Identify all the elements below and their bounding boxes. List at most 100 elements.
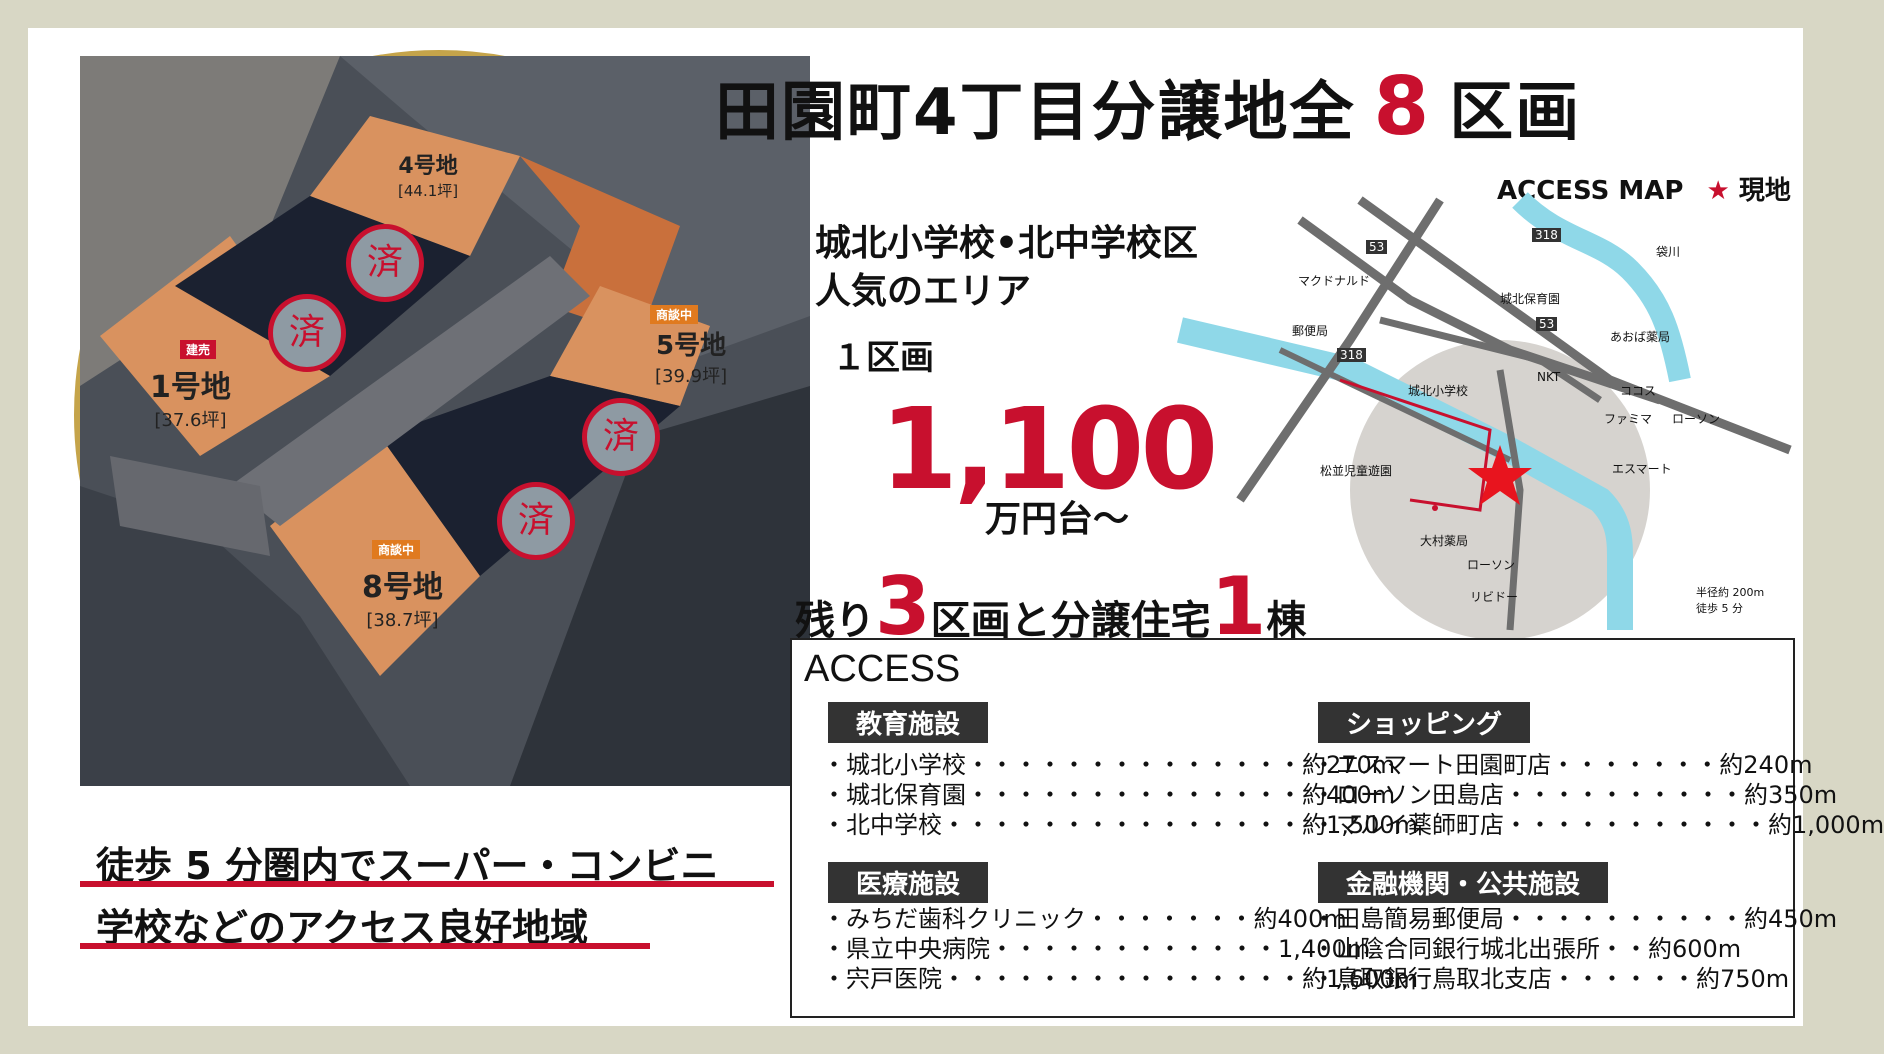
facility-name: ・ローソン田島店 xyxy=(1312,781,1504,809)
facility-distance: 約1,000m xyxy=(1768,811,1884,839)
map-place-label: エスマート xyxy=(1612,462,1672,476)
access-panel: ACCESS 教育施設 ・城北小学校・・・・・・・・・・・・・・約270m ・城… xyxy=(790,638,1884,1018)
star-icon: ★ xyxy=(1706,176,1730,206)
lot-8-size: [38.7坪] xyxy=(366,610,439,631)
facility-distance: 約240m xyxy=(1719,751,1813,779)
sold-mark: 済 xyxy=(346,224,424,302)
underline xyxy=(80,881,774,887)
facility-distance: 約450m xyxy=(1744,905,1838,933)
access-map: マクドナルド 城北保育園 郵便局 あおば薬局 城北小学校 NKT ココス ファミ… xyxy=(1177,192,1792,640)
route-sign: 318 xyxy=(1337,348,1366,362)
walk-line-2: 学校などのアクセス良好地域 xyxy=(96,906,589,950)
remaining-lots: 残り3区画と分譲住宅1棟 xyxy=(795,560,1306,653)
map-place-label: ココス xyxy=(1620,384,1657,398)
facility-distance: 約400m xyxy=(1253,905,1347,933)
leader-dots: ・・・・・・・・・・・・ xyxy=(990,935,1278,963)
facility-distance: 約400m xyxy=(1302,781,1396,809)
facility-name: ・宍戸医院 xyxy=(822,965,942,993)
list-item: ・ローソン田島店・・・・・・・・・・約350m xyxy=(1312,780,1837,810)
map-place-label: 大村薬局 xyxy=(1420,534,1469,548)
leader-dots: ・・・・・・・・・・・・・・・ xyxy=(942,965,1302,993)
leader-dots: ・・・・・・・・・・・・・・・ xyxy=(942,811,1302,839)
map-place-label: 郵便局 xyxy=(1292,324,1329,338)
remain-text-1: 残り xyxy=(795,598,875,644)
facility-distance: 約600m xyxy=(1648,935,1742,963)
walk-line-1: 徒歩 5 分圏内でスーパー・コンビニ xyxy=(96,844,719,888)
leader-dots: ・・・・・・・・・・ xyxy=(1504,781,1744,809)
leader-dots: ・・・・・・・・・・・ xyxy=(1504,811,1768,839)
map-place-label: ローソン xyxy=(1467,558,1516,572)
access-title: ACCESS xyxy=(804,648,961,690)
list-item: ・マルイ薬師町店・・・・・・・・・・・約1,000m xyxy=(1312,810,1884,840)
lot-8-badge: 商談中 xyxy=(372,540,421,559)
walk-note: 徒歩 5 分 xyxy=(1696,602,1743,615)
facility-distance: 約350m xyxy=(1744,781,1838,809)
list-item: ・田島簡易郵便局・・・・・・・・・・約450m xyxy=(1312,904,1837,934)
map-place-label: NKT xyxy=(1537,370,1561,384)
map-place-label: 袋川 xyxy=(1656,245,1681,259)
category-finance: 金融機関・公共施設 xyxy=(1318,862,1609,903)
list-item: ・宍戸医院・・・・・・・・・・・・・・・約1,600m xyxy=(822,964,1418,994)
access-map-drawing xyxy=(1177,192,1792,640)
lot-1-name: 1号地 xyxy=(150,370,231,405)
facility-distance: 約1,600m xyxy=(1302,965,1419,993)
facility-distance: 約270m xyxy=(1302,751,1396,779)
leader-dots: ・・・・・・・・・・ xyxy=(1504,905,1744,933)
lot-4-size: [44.1坪] xyxy=(398,182,459,200)
leader-dots: ・・・・・・ xyxy=(1552,965,1696,993)
lot-1-badge: 建売 xyxy=(180,340,217,359)
map-place-label: マクドナルド xyxy=(1298,274,1371,288)
remain-text-3: 棟 xyxy=(1266,598,1307,644)
facility-name: ・北中学校 xyxy=(822,811,942,839)
lot-4-name: 4号地 xyxy=(398,154,458,179)
facility-name: ・県立中央病院 xyxy=(822,935,990,963)
facility-name: ・鳥取銀行鳥取北支店 xyxy=(1312,965,1552,993)
leader-dots: ・・・・・・・・・・・・・・ xyxy=(966,751,1302,779)
map-place-label: 城北保育園 xyxy=(1500,292,1561,306)
popular-area: 人気のエリア xyxy=(815,271,1032,312)
route-sign: 53 xyxy=(1366,240,1388,254)
sold-mark: 済 xyxy=(582,398,660,476)
facility-name: ・城北小学校 xyxy=(822,751,966,779)
category-shopping: ショッピング xyxy=(1318,702,1531,743)
map-place-label: あおば薬局 xyxy=(1610,330,1671,344)
facility-name: ・田島簡易郵便局 xyxy=(1312,905,1504,933)
facility-name: ・エスマート田園町店 xyxy=(1312,751,1552,779)
facility-distance: 約750m xyxy=(1696,965,1790,993)
title-number: 8 xyxy=(1373,60,1432,153)
map-place-label: 松並児童遊園 xyxy=(1320,464,1393,478)
route-sign: 318 xyxy=(1532,228,1561,242)
facility-name: ・マルイ薬師町店 xyxy=(1312,811,1504,839)
price-unit: 万円台〜 xyxy=(985,499,1130,540)
route-sign: 53 xyxy=(1536,317,1558,331)
genchi-label: 現地 xyxy=(1738,176,1791,206)
list-item: ・エスマート田園町店・・・・・・・約240m xyxy=(1312,750,1812,780)
lot-5-size: [39.9坪] xyxy=(655,366,728,387)
leader-dots: ・・・・・・・ xyxy=(1085,905,1254,933)
list-item: ・城北保育園・・・・・・・・・・・・・・約400m xyxy=(822,780,1395,810)
list-item: ・城北小学校・・・・・・・・・・・・・・約270m xyxy=(822,750,1395,780)
facility-name: ・城北保育園 xyxy=(822,781,966,809)
lot-5-badge: 商談中 xyxy=(650,305,699,324)
sold-mark: 済 xyxy=(497,482,575,560)
map-place-label: 城北小学校 xyxy=(1408,384,1469,398)
facility-distance: 1,400m xyxy=(1278,935,1371,963)
category-medical: 医療施設 xyxy=(828,862,989,903)
title-suffix: 区画 xyxy=(1449,76,1582,150)
facility-name: ・みちだ歯科クリニック xyxy=(822,905,1086,933)
list-item: ・県立中央病院・・・・・・・・・・・・1,400m xyxy=(822,934,1370,964)
school-zone: 城北小学校•北中学校区 xyxy=(815,223,1199,264)
leader-dots: ・・・・・・・ xyxy=(1551,751,1720,779)
radius-note: 半径約 200m xyxy=(1696,586,1765,599)
leader-dots: ・・・・・・・・・・・・・・ xyxy=(966,781,1302,809)
remain-house-count: 1 xyxy=(1210,560,1267,653)
map-place-label: ファミマ xyxy=(1604,412,1653,426)
underline xyxy=(80,943,650,949)
lot-unit-label: １区画 xyxy=(832,338,934,378)
remain-lots-count: 3 xyxy=(875,560,931,653)
list-item: ・北中学校・・・・・・・・・・・・・・・約1,500m xyxy=(822,810,1418,840)
leader-dots: ・・ xyxy=(1600,935,1648,963)
lot-8-label: 8号地 [38.7坪] xyxy=(362,562,443,632)
sold-mark: 済 xyxy=(268,294,346,372)
